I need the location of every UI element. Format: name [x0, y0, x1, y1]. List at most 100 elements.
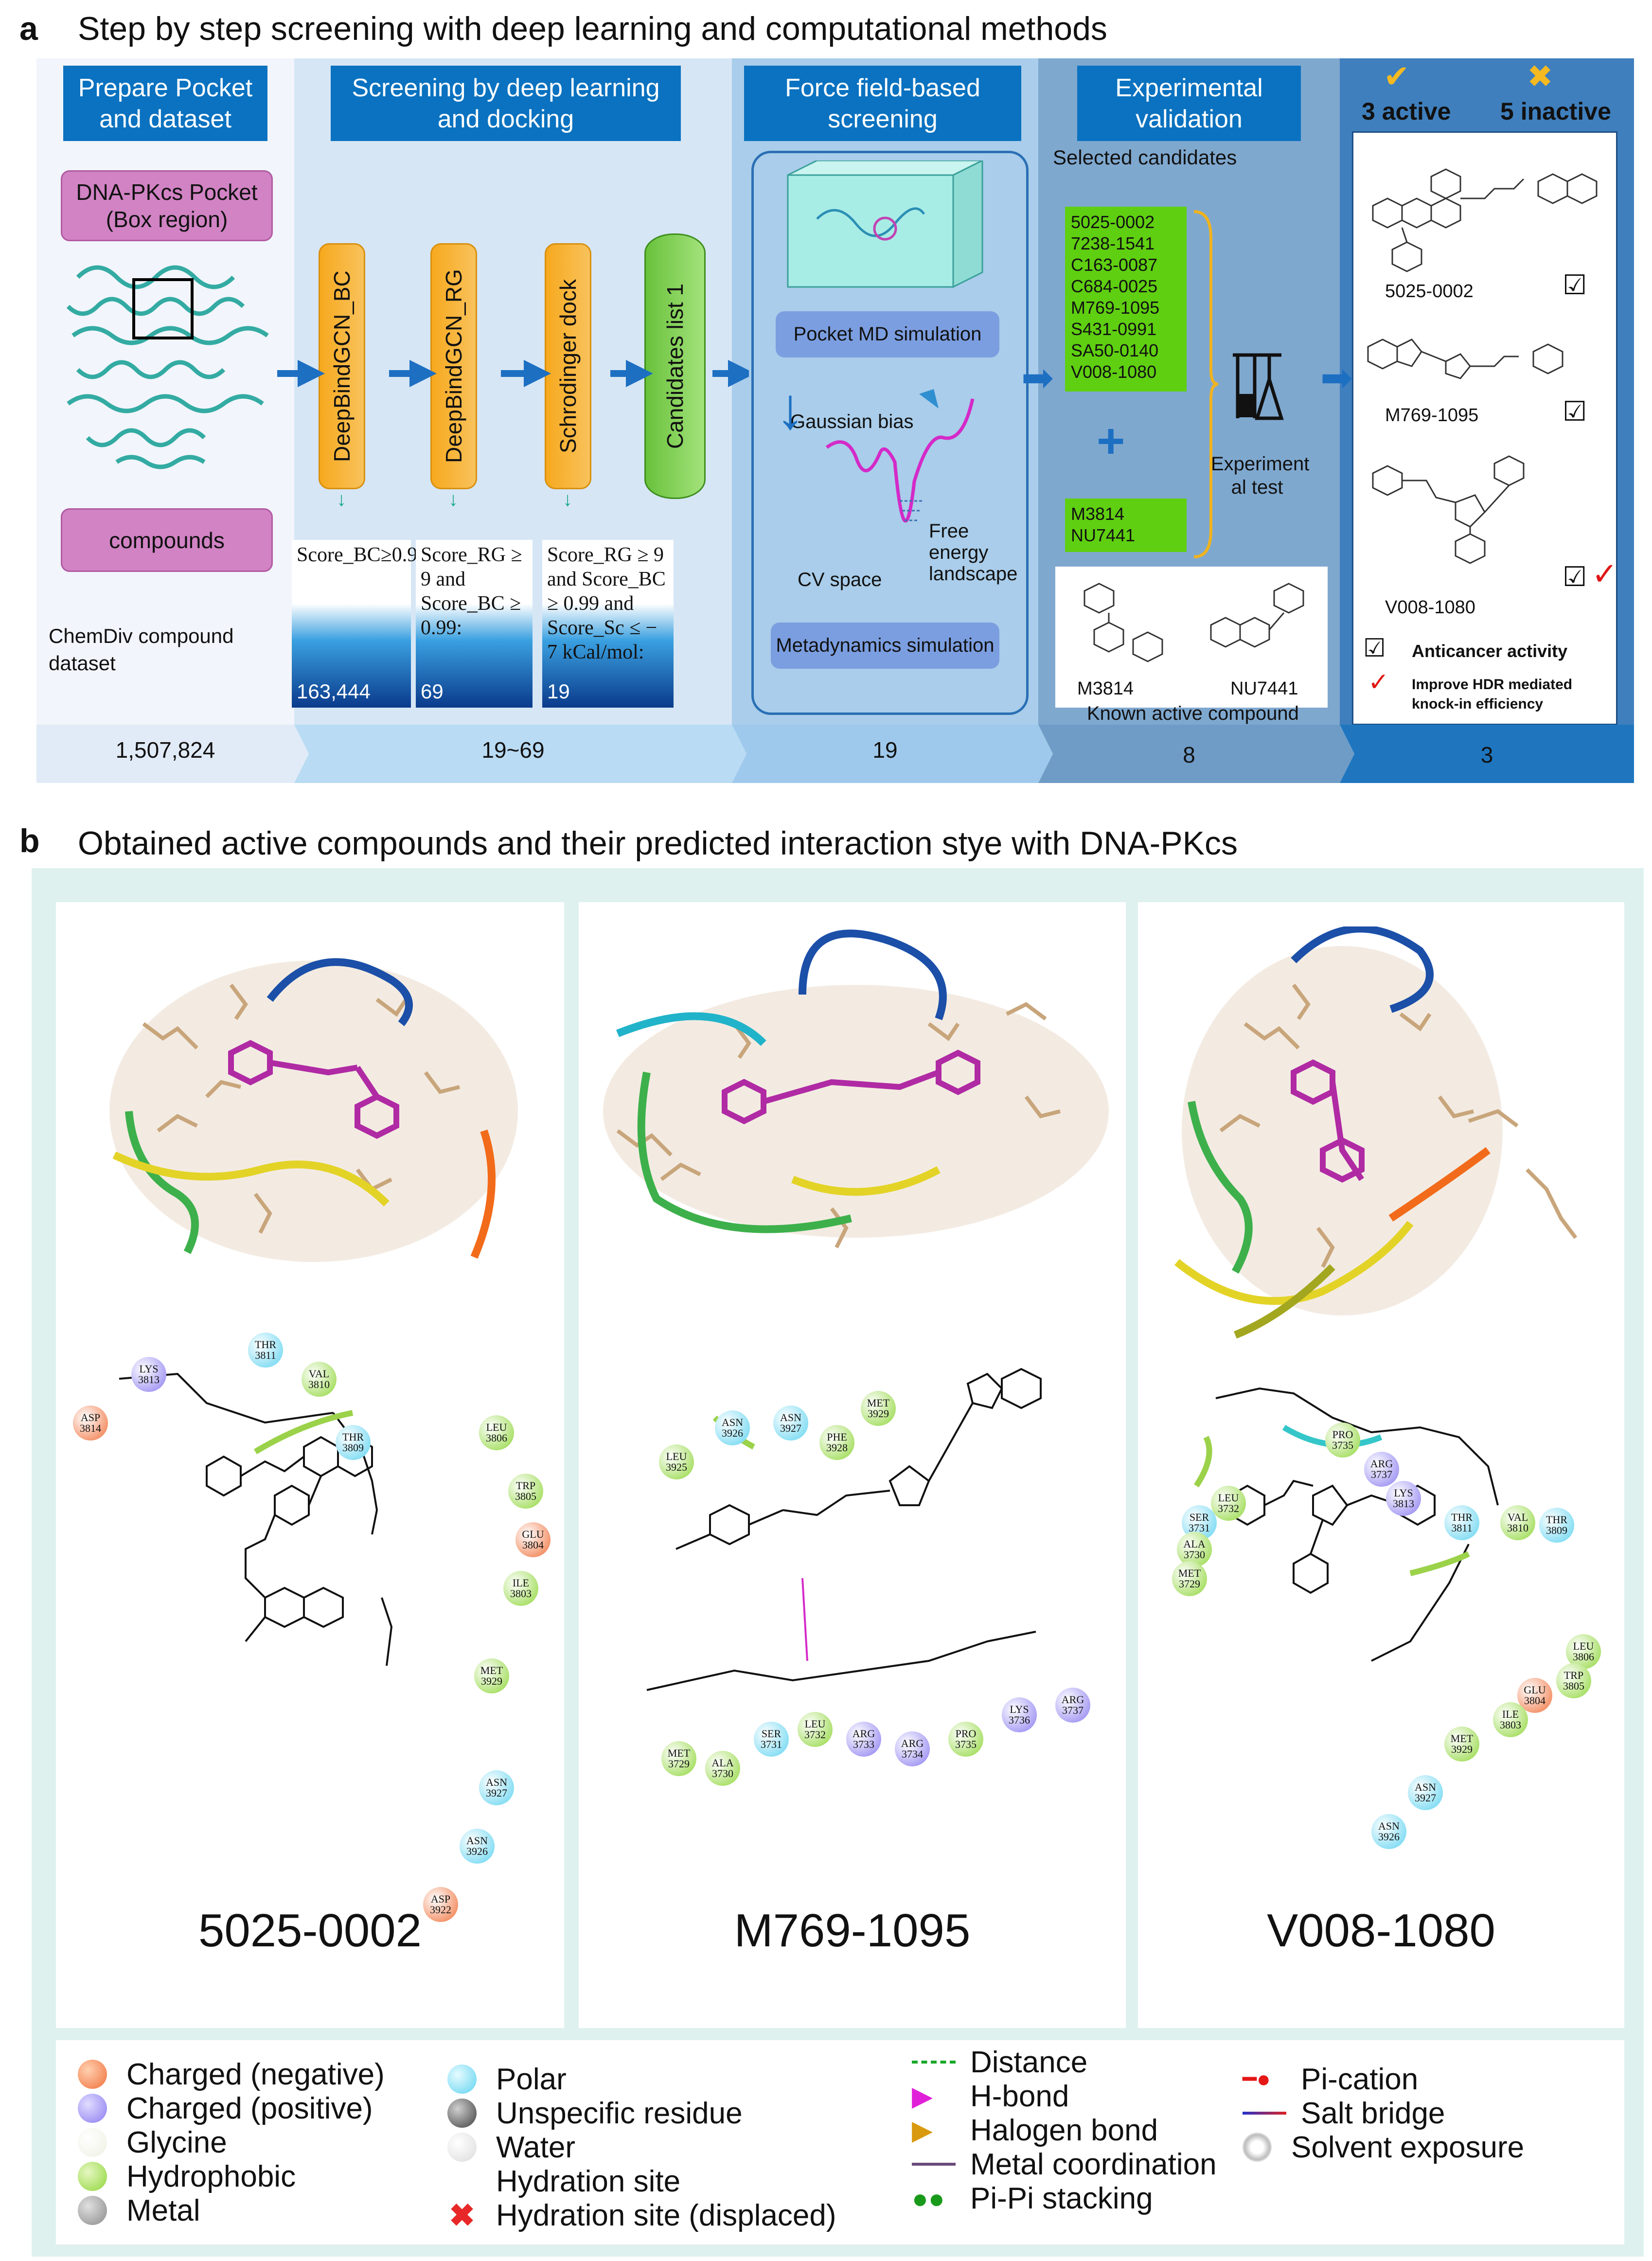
dataset-label: ChemDiv compound dataset — [49, 624, 234, 675]
residue-number: 3735 — [1332, 1439, 1353, 1451]
molecule-drawing — [1372, 168, 1598, 272]
residue-name: SER — [1189, 1511, 1209, 1523]
compound-label: M769-1095 — [1385, 405, 1479, 426]
residue-name: THR — [1546, 1513, 1567, 1526]
residue-name: ASP — [430, 1893, 451, 1905]
residue-number: 3806 — [486, 1432, 507, 1444]
docking-pose-image — [109, 958, 518, 1262]
glycine-dot-icon — [78, 2128, 107, 2157]
residue-name: MET — [1450, 1732, 1474, 1745]
selected-candidates-label: Selected candidates — [1053, 146, 1237, 169]
panel-a-title: Step by step screening with deep learnin… — [78, 10, 1107, 47]
panel-b-title: Obtained active compounds and their pred… — [78, 825, 1238, 862]
pocket-md-button: Pocket MD simulation — [776, 311, 999, 357]
list-item: SA50-0140 — [1071, 340, 1159, 360]
residue-number: 3811 — [1451, 1522, 1473, 1534]
residue-name: GLU — [522, 1528, 544, 1540]
stage3-bracket — [751, 151, 1029, 715]
score-count: 19 — [547, 680, 570, 703]
stage1-bg — [36, 58, 294, 725]
residue-number: 3809 — [1546, 1524, 1567, 1536]
residue-name: MET — [1178, 1567, 1201, 1579]
score-box-dock: Score_RG ≥ 9 and Score_BC ≥ 0.99 and Sco… — [542, 540, 674, 708]
residue-number: 3731 — [1189, 1522, 1210, 1534]
legend-label: Pi-Pi stacking — [970, 2181, 1153, 2215]
panel-b-letter: b — [19, 822, 40, 859]
checkbox-icon: ☑ — [1363, 634, 1386, 662]
list-item: NU7441 — [1071, 525, 1136, 545]
metadynamics-button: Metadynamics simulation — [771, 623, 999, 669]
residue-number: 3803 — [1500, 1719, 1521, 1731]
legend-label: Pi-cation — [1301, 2062, 1419, 2096]
down-arrow-icon: ↓ — [337, 489, 346, 510]
list-item: M769-1095 — [1071, 298, 1160, 318]
residue-name: PRO — [955, 1727, 977, 1740]
legend-item: ━●Pi-cation — [1243, 2062, 1524, 2096]
residue-name: LYS — [1010, 1703, 1029, 1715]
residue-name: TRP — [1563, 1669, 1584, 1681]
compound-name: 5025-0002 — [198, 1905, 422, 1957]
residue-number: 3732 — [804, 1728, 826, 1741]
check-icon: ✔ — [1384, 59, 1410, 94]
polar-dot-icon — [447, 2065, 477, 2094]
inactive-count-label: 5 inactive — [1500, 98, 1611, 125]
experiment-label: Experiment al test — [1211, 453, 1310, 498]
residue-name: THR — [1451, 1511, 1473, 1523]
legend-label: Solvent exposure — [1291, 2130, 1525, 2164]
list-item: C684-0025 — [1071, 276, 1158, 296]
red-check-icon: ✓ — [1592, 556, 1618, 591]
residue-number: 3927 — [780, 1422, 801, 1434]
legend-item: Polar — [447, 2062, 836, 2096]
list-item: C163-0087 — [1071, 255, 1158, 275]
residue-number: 3732 — [1218, 1502, 1239, 1514]
cross-icon: ✖ — [1527, 59, 1553, 94]
residue-number: 3929 — [1451, 1743, 1473, 1755]
hbond-arrow-icon: ▶ — [912, 2081, 933, 2111]
legend-column: Polar Unspecific residue Water Hydration… — [447, 2062, 836, 2232]
residue-name: LEU — [804, 1718, 826, 1730]
residue-name: ILE — [512, 1577, 530, 1589]
residue-name: ARG — [901, 1737, 924, 1749]
residue-name: ARG — [1370, 1458, 1393, 1470]
residue-number: 3733 — [853, 1738, 874, 1750]
legend-label: Metal coordination — [970, 2147, 1217, 2181]
residue-number: 3734 — [902, 1748, 923, 1760]
residue-name: ASN — [1378, 1820, 1400, 1832]
residue-number: 3810 — [1507, 1522, 1528, 1534]
count-arrow-bar — [36, 725, 1634, 783]
distance-line-icon — [912, 2061, 956, 2064]
candidate-list: 5025-0002 7238-1541 C163-0087 C684-0025 … — [1065, 207, 1187, 392]
free-energy-label: Free energy landscape — [929, 520, 1018, 585]
residue-number: 3804 — [522, 1539, 544, 1551]
down-arrow-icon: ↓ — [448, 489, 458, 510]
list-item: S431-0991 — [1071, 319, 1157, 339]
hydrophobic-dot-icon — [78, 2162, 107, 2191]
residue-number: 3926 — [1378, 1831, 1400, 1843]
score-box-rg: Score_RG ≥ 9 and Score_BC ≥ 0.99: 69 — [416, 540, 533, 708]
residue-number: 3926 — [466, 1845, 488, 1857]
residue-name: ASN — [721, 1416, 743, 1428]
stage2-header: Screening by deep learning and docking — [331, 66, 681, 141]
residue-number: 3736 — [1009, 1714, 1030, 1726]
displaced-cross-icon: ✖ — [449, 2198, 475, 2233]
red-check-icon: ✓ — [1368, 668, 1389, 696]
legend-item: Hydrophobic — [78, 2159, 385, 2193]
unspecific-dot-icon — [447, 2099, 477, 2128]
